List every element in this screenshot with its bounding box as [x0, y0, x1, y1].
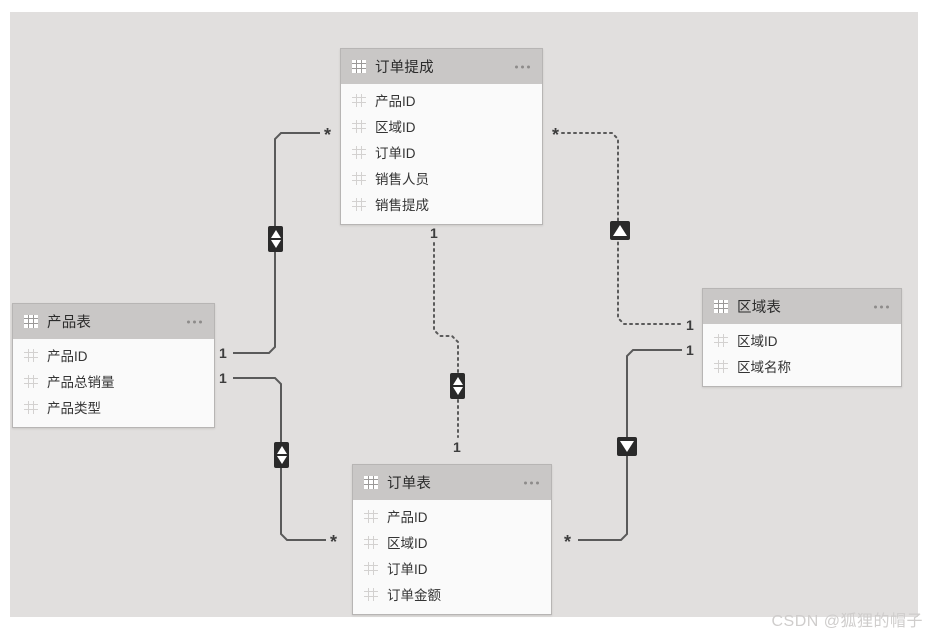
field-label: 产品ID	[47, 349, 88, 364]
cardinality-label: *	[564, 532, 572, 552]
column-grid-icon	[352, 145, 366, 159]
field-row[interactable]: 区域ID	[703, 327, 901, 353]
field-list: 区域ID 区域名称	[703, 324, 901, 386]
field-label: 销售人员	[375, 172, 429, 187]
field-label: 产品ID	[375, 94, 416, 109]
table-header[interactable]: 订单提成	[341, 49, 542, 84]
field-label: 区域ID	[737, 334, 778, 349]
field-label: 订单ID	[375, 146, 416, 161]
arrow-up-icon	[452, 377, 463, 385]
table-grid-icon	[24, 315, 38, 328]
field-row[interactable]: 产品总销量	[13, 368, 214, 394]
cardinality-label: *	[552, 125, 560, 145]
column-grid-icon	[714, 333, 728, 347]
column-grid-icon	[364, 509, 378, 523]
cardinality-label: *	[324, 125, 332, 145]
field-label: 区域ID	[387, 536, 428, 551]
table-grid-icon	[352, 60, 366, 73]
field-label: 订单ID	[387, 562, 428, 577]
table-title: 区域表	[737, 300, 782, 316]
field-label: 区域ID	[375, 120, 416, 135]
field-row[interactable]: 产品类型	[13, 394, 214, 420]
field-row[interactable]: 销售提成	[341, 191, 542, 217]
table-header[interactable]: 产品表	[13, 304, 214, 339]
table-card-order[interactable]: 订单表 产品ID 区域ID 订单ID 订单金额	[352, 464, 552, 615]
column-grid-icon	[364, 587, 378, 601]
table-grid-icon	[714, 300, 728, 313]
arrow-down-icon	[270, 240, 281, 248]
column-grid-icon	[352, 197, 366, 211]
arrow-down-icon	[620, 441, 634, 452]
cross-filter-both-direction-icon[interactable]	[450, 373, 465, 399]
field-row[interactable]: 订单ID	[353, 555, 551, 581]
field-list: 产品ID 区域ID 订单ID 订单金额	[353, 500, 551, 614]
column-grid-icon	[364, 535, 378, 549]
more-options-ellipsis-icon[interactable]	[187, 320, 202, 323]
table-grid-icon	[364, 476, 378, 489]
field-row[interactable]: 产品ID	[353, 503, 551, 529]
cross-filter-single-direction-up-icon[interactable]	[610, 221, 630, 240]
table-card-product[interactable]: 产品表 产品ID 产品总销量 产品类型	[12, 303, 215, 428]
field-row[interactable]: 订单ID	[341, 139, 542, 165]
column-grid-icon	[352, 171, 366, 185]
more-options-ellipsis-icon[interactable]	[515, 65, 530, 68]
arrow-up-icon	[613, 225, 627, 236]
cross-filter-both-direction-icon[interactable]	[268, 226, 283, 252]
column-grid-icon	[352, 119, 366, 133]
field-row[interactable]: 区域名称	[703, 353, 901, 379]
arrow-down-icon	[276, 456, 287, 464]
field-row[interactable]: 区域ID	[341, 113, 542, 139]
cardinality-label: 1	[686, 317, 694, 333]
table-header[interactable]: 订单表	[353, 465, 551, 500]
field-label: 产品ID	[387, 510, 428, 525]
more-options-ellipsis-icon[interactable]	[874, 305, 889, 308]
field-label: 产品总销量	[47, 375, 115, 390]
column-grid-icon	[714, 359, 728, 373]
column-grid-icon	[24, 400, 38, 414]
cardinality-label: 1	[219, 345, 227, 361]
arrow-up-icon	[276, 446, 287, 454]
table-card-order-commission[interactable]: 订单提成 产品ID 区域ID 订单ID 销售人员 销售提成	[340, 48, 543, 225]
cardinality-label: 1	[219, 370, 227, 386]
table-title: 订单提成	[375, 60, 434, 76]
cardinality-label: 1	[686, 342, 694, 358]
cardinality-label: 1	[430, 225, 438, 241]
cardinality-label: *	[330, 532, 338, 552]
arrow-up-icon	[270, 230, 281, 238]
arrow-down-icon	[452, 387, 463, 395]
column-grid-icon	[352, 93, 366, 107]
table-title: 产品表	[47, 315, 92, 331]
field-list: 产品ID 产品总销量 产品类型	[13, 339, 214, 427]
cross-filter-single-direction-down-icon[interactable]	[617, 437, 637, 456]
more-options-ellipsis-icon[interactable]	[524, 481, 539, 484]
table-title: 订单表	[387, 476, 432, 492]
table-header[interactable]: 区域表	[703, 289, 901, 324]
column-grid-icon	[364, 561, 378, 575]
column-grid-icon	[24, 348, 38, 362]
field-label: 销售提成	[375, 198, 429, 213]
field-row[interactable]: 销售人员	[341, 165, 542, 191]
table-card-region[interactable]: 区域表 区域ID 区域名称	[702, 288, 902, 387]
field-row[interactable]: 产品ID	[341, 87, 542, 113]
field-label: 订单金额	[387, 588, 441, 603]
cross-filter-both-direction-icon[interactable]	[274, 442, 289, 468]
field-label: 区域名称	[737, 360, 791, 375]
field-label: 产品类型	[47, 401, 101, 416]
field-row[interactable]: 区域ID	[353, 529, 551, 555]
watermark: CSDN @狐狸的帽子	[771, 613, 923, 630]
cardinality-label: 1	[453, 439, 461, 455]
field-row[interactable]: 产品ID	[13, 342, 214, 368]
column-grid-icon	[24, 374, 38, 388]
field-list: 产品ID 区域ID 订单ID 销售人员 销售提成	[341, 84, 542, 224]
field-row[interactable]: 订单金额	[353, 581, 551, 607]
